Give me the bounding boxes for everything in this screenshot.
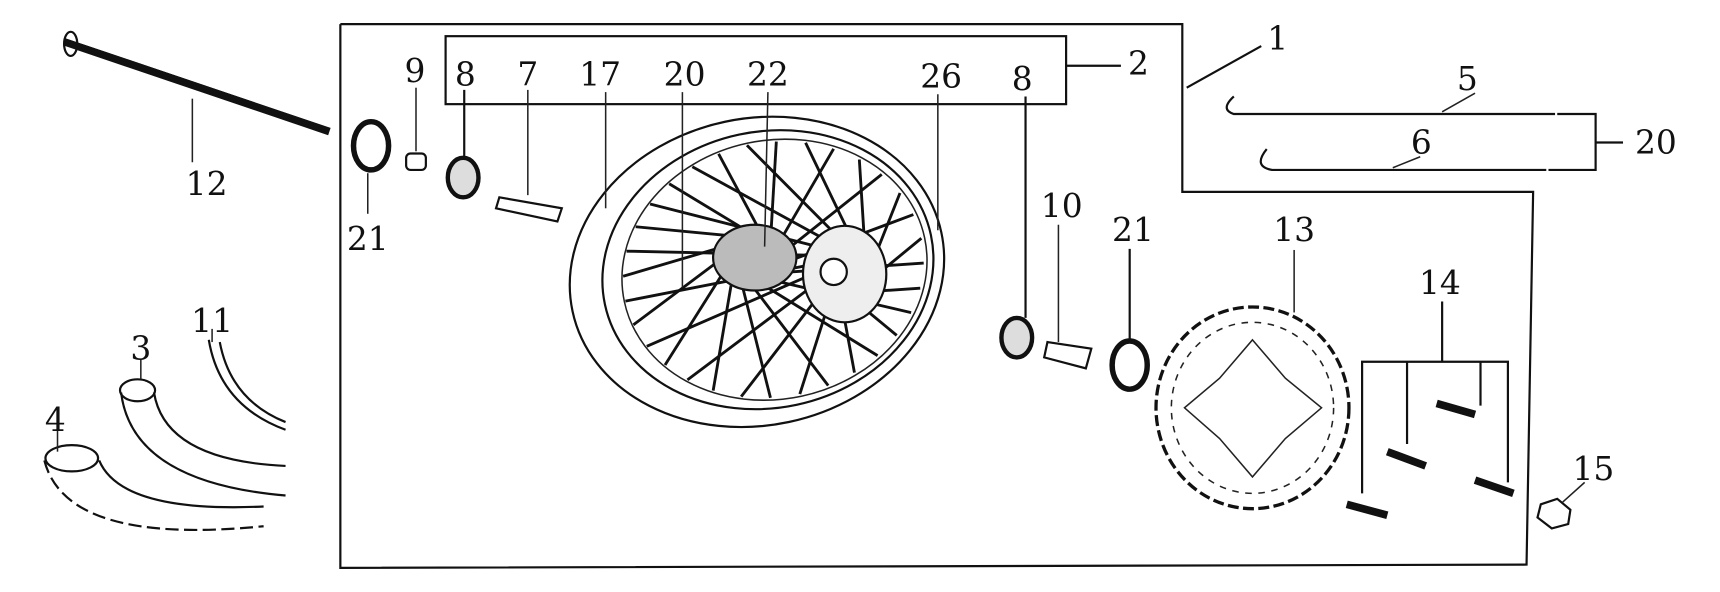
bolts-part-14 [1345,301,1515,519]
callout-8-left: 8 [455,55,476,94]
callout-21-left: 21 [347,219,389,258]
axle-part-12 [62,30,331,163]
callout-3: 3 [130,329,151,368]
spoke-part-6 [1259,148,1547,172]
callout-20: 20 [664,55,706,94]
nut-part-15 [1536,481,1586,530]
spacer-part-10 [1042,224,1093,370]
callout-4: 4 [45,400,66,439]
callout-7: 7 [517,55,538,94]
callout-10: 10 [1041,186,1083,225]
wheel-rim-part-17 [568,92,946,429]
spoke-line [717,153,765,239]
spoke-line [775,173,883,259]
spoke-line [686,276,824,382]
spoke-part-5 [1225,92,1556,116]
bearing-part-8-left [445,89,481,200]
spoke-line [769,141,778,243]
callout-22: 22 [747,55,789,94]
callout-12: 12 [186,164,228,203]
brake-disc-part-13 [1154,249,1351,511]
callout-17: 17 [579,55,621,94]
bearing-part-8-right [999,96,1035,360]
callout-11: 11 [191,301,233,340]
callout-14: 14 [1419,263,1461,302]
callout-labels: 1 2 5 6 20 9 8 7 17 20 22 26 8 12 21 10 … [45,18,1677,488]
spoke-line [646,268,824,348]
callout-8-right: 8 [1012,59,1033,98]
callout-9: 9 [404,51,425,90]
inner-tube-part-3 [118,359,286,497]
spoke-line [753,278,879,357]
callout-13: 13 [1273,210,1315,249]
hub-group-box [444,35,1068,106]
spacer-part-9 [405,87,427,172]
callout-5: 5 [1457,59,1478,98]
spoke-line [711,265,736,391]
oil-seal-part-21-left [350,118,392,214]
callout-6: 6 [1411,122,1432,161]
spoke-line [773,148,835,251]
callout-26: 26 [920,57,962,96]
oil-seal-part-21-right [1109,248,1150,392]
hub-part-22 [681,92,939,324]
callout-20-spokes: 20 [1635,122,1677,161]
leader-1 [1186,45,1262,89]
assembly-frame [339,23,1535,569]
callout-1: 1 [1267,18,1288,57]
callout-15: 15 [1573,449,1615,488]
callout-21-right: 21 [1112,210,1154,249]
rim-band-part-11 [207,328,286,431]
callout-2: 2 [1128,44,1149,83]
tire-part-4 [43,430,264,532]
spacer-part-7 [494,89,564,223]
leader-20-bracket [1548,112,1597,172]
spoke-line [737,272,772,399]
